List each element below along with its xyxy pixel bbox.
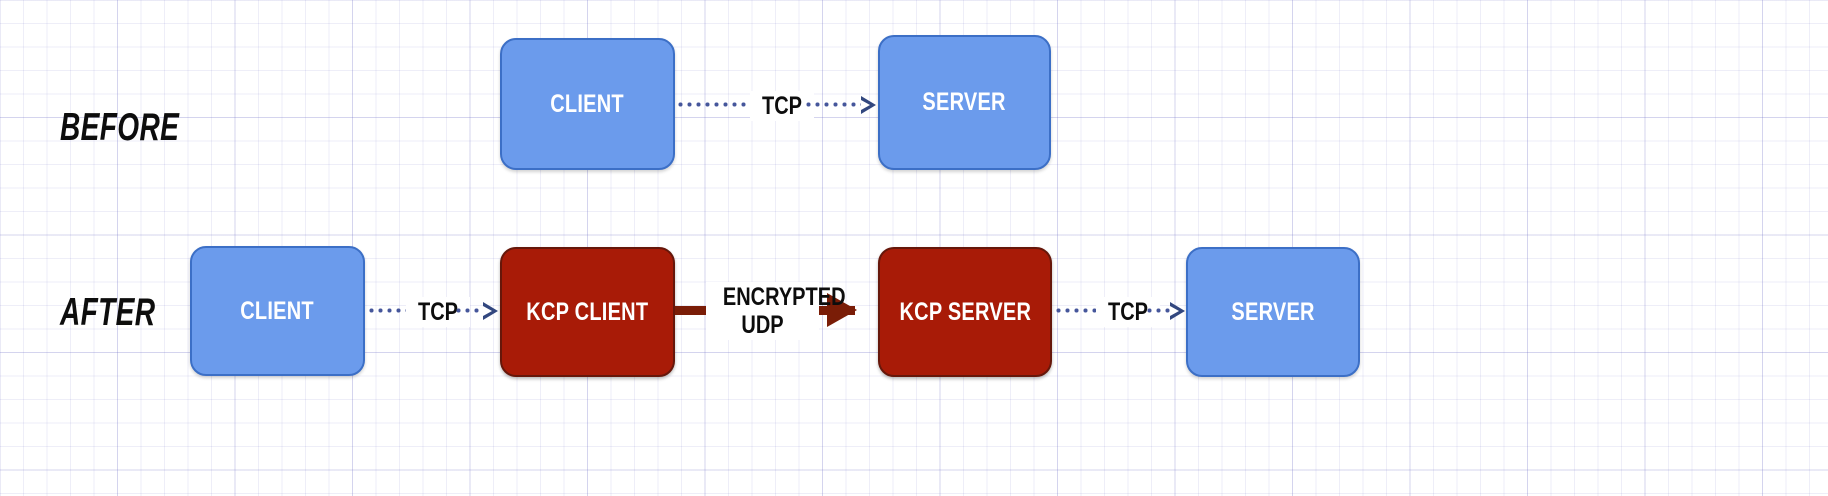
- node-before-server-label: SERVER: [922, 88, 1007, 116]
- node-after-client-label: CLIENT: [240, 296, 315, 325]
- connector-after-tcp-right-label: TCP: [1096, 297, 1160, 327]
- node-after-server-label: SERVER: [1231, 297, 1315, 326]
- connector-after-tcp-left-segment-1: [369, 308, 408, 313]
- connector-before-tcp-segment-left: [678, 102, 750, 107]
- node-after-kcp-server-label: KCP SERVER: [899, 297, 1031, 326]
- node-after-kcp-client-label: KCP CLIENT: [526, 297, 649, 326]
- connector-after-tcp-left-arrowhead-icon: [483, 301, 498, 320]
- node-after-kcp-server[interactable]: KCP SERVER: [878, 247, 1052, 377]
- connector-before-tcp-label: TCP: [750, 91, 814, 121]
- node-before-client-label: CLIENT: [550, 89, 625, 118]
- row-label-after: AFTER: [60, 291, 156, 334]
- connector-after-udp-label: ENCRYPTED UDP: [706, 282, 846, 340]
- node-after-server[interactable]: SERVER: [1186, 247, 1360, 377]
- row-label-before: BEFORE: [60, 106, 180, 149]
- node-before-server[interactable]: SERVER: [878, 35, 1051, 170]
- connector-after-tcp-left-segment-2: [456, 308, 492, 313]
- connector-before-tcp-arrowhead-icon: [861, 95, 876, 114]
- node-after-client[interactable]: CLIENT: [190, 246, 365, 376]
- node-before-client[interactable]: CLIENT: [500, 38, 675, 170]
- connector-after-tcp-right-segment-1: [1056, 308, 1098, 313]
- connector-after-udp-arrowhead-icon: [827, 293, 857, 327]
- connector-before-tcp-segment-right: [806, 102, 862, 107]
- connector-after-tcp-right-segment-2: [1147, 308, 1180, 313]
- node-after-kcp-client[interactable]: KCP CLIENT: [500, 247, 675, 377]
- connector-after-tcp-right-arrowhead-icon: [1170, 301, 1185, 320]
